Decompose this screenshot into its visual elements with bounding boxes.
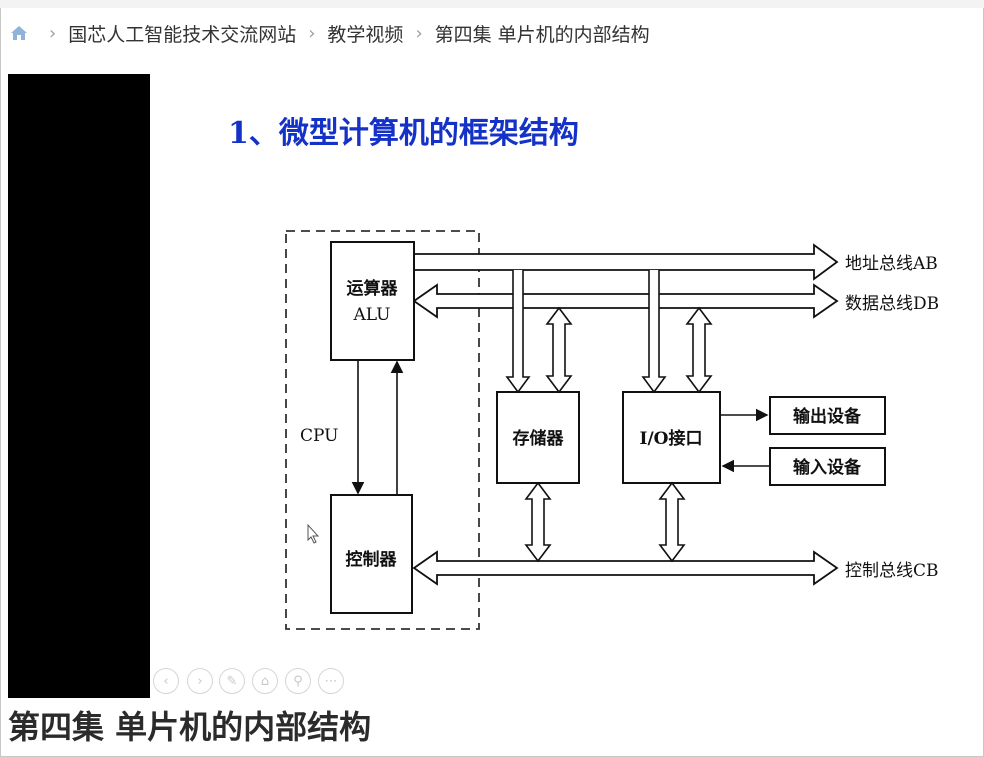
memory-control-arrow bbox=[524, 481, 552, 563]
io-control-arrow bbox=[658, 481, 686, 563]
alu-label-cn: 运算器 bbox=[347, 278, 399, 299]
more-icon[interactable]: ⋯ bbox=[318, 668, 344, 694]
home-icon[interactable] bbox=[9, 23, 29, 43]
breadcrumb-item-current: 第四集 单片机的内部结构 bbox=[434, 23, 650, 46]
cpu-boundary bbox=[285, 230, 480, 630]
mouse-cursor-icon bbox=[307, 523, 320, 544]
controller-box bbox=[330, 494, 413, 614]
controller-label: 控制器 bbox=[346, 549, 398, 570]
zoom-icon[interactable]: ⚲ bbox=[285, 668, 311, 694]
video-sidebar-black bbox=[8, 74, 150, 698]
addr-to-io-arrow bbox=[641, 270, 667, 394]
breadcrumb-item-site[interactable]: 国芯人工智能技术交流网站 bbox=[68, 23, 297, 46]
io-box bbox=[622, 391, 721, 484]
chevron-right-icon: › bbox=[49, 22, 57, 44]
data-io-arrow bbox=[685, 306, 713, 394]
input-device-label: 输入设备 bbox=[793, 457, 862, 478]
cpu-label: CPU bbox=[300, 426, 338, 446]
addr-to-memory-arrow bbox=[505, 270, 531, 394]
alu-label-en: ALU bbox=[353, 305, 391, 325]
top-strip bbox=[0, 0, 984, 8]
slide-title: 1、微型计算机的框架结构 bbox=[228, 116, 579, 151]
pen-icon[interactable]: ✎ bbox=[219, 668, 245, 694]
control-bus-arrow bbox=[412, 550, 839, 586]
output-device-label: 输出设备 bbox=[793, 406, 862, 427]
address-bus-arrow bbox=[413, 243, 839, 281]
home-icon[interactable]: ⌂ bbox=[252, 668, 278, 694]
prev-icon[interactable]: ‹ bbox=[153, 668, 179, 694]
data-bus-arrow bbox=[412, 283, 839, 319]
memory-label: 存储器 bbox=[513, 428, 565, 449]
data-memory-arrow bbox=[545, 306, 573, 394]
next-icon[interactable]: › bbox=[187, 668, 213, 694]
breadcrumb: › 国芯人工智能技术交流网站 › 教学视频 › 第四集 单片机的内部结构 bbox=[0, 8, 984, 58]
control-bus-label: 控制总线CB bbox=[845, 561, 939, 581]
memory-box bbox=[496, 391, 580, 484]
breadcrumb-item-videos[interactable]: 教学视频 bbox=[327, 23, 404, 46]
chevron-right-icon: › bbox=[308, 22, 316, 44]
data-bus-label: 数据总线DB bbox=[845, 294, 939, 314]
episode-title: 第四集 单片机的内部结构 bbox=[8, 708, 372, 746]
address-bus-label: 地址总线AB bbox=[845, 254, 938, 274]
io-label: I/O接口 bbox=[640, 428, 703, 449]
chevron-right-icon: › bbox=[415, 22, 423, 44]
alu-box bbox=[330, 241, 415, 361]
output-device-box bbox=[769, 396, 886, 435]
